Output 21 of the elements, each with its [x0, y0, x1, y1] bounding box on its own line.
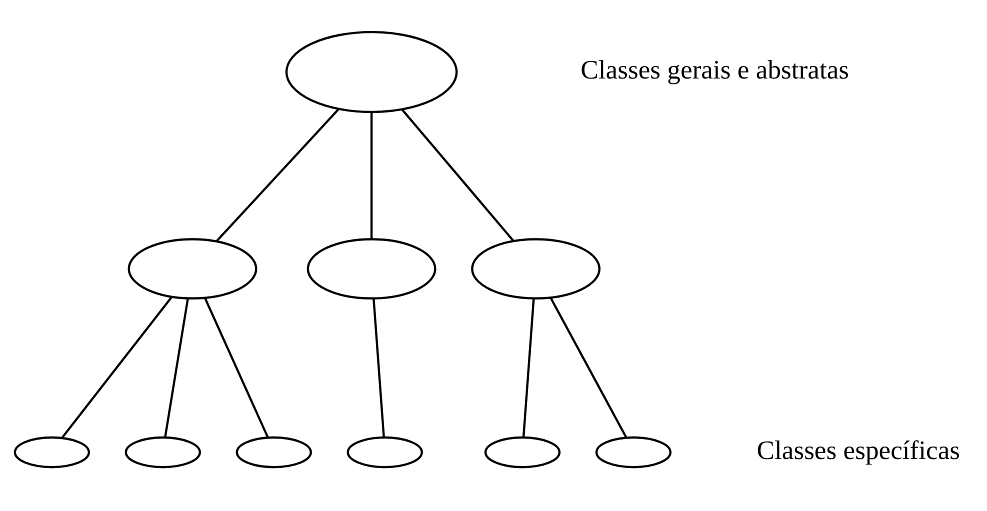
connector — [370, 112, 372, 239]
node-ellipse — [13, 436, 90, 468]
node-ellipse — [124, 436, 200, 468]
label: Classes gerais e abstratas — [580, 54, 849, 85]
connector — [400, 108, 514, 242]
node-ellipse — [346, 436, 422, 468]
connector — [164, 298, 188, 438]
connector — [215, 108, 340, 242]
connector — [522, 298, 534, 438]
connector — [60, 296, 172, 439]
node-ellipse — [284, 30, 458, 114]
node-ellipse — [306, 238, 436, 300]
node-ellipse — [470, 238, 600, 300]
connector — [204, 298, 268, 438]
connector — [549, 297, 627, 438]
node-ellipse — [127, 238, 257, 300]
node-ellipse — [594, 436, 672, 468]
label: Classes específicas — [756, 434, 960, 465]
node-ellipse — [484, 436, 560, 468]
connector — [372, 298, 384, 438]
node-ellipse — [235, 436, 312, 468]
